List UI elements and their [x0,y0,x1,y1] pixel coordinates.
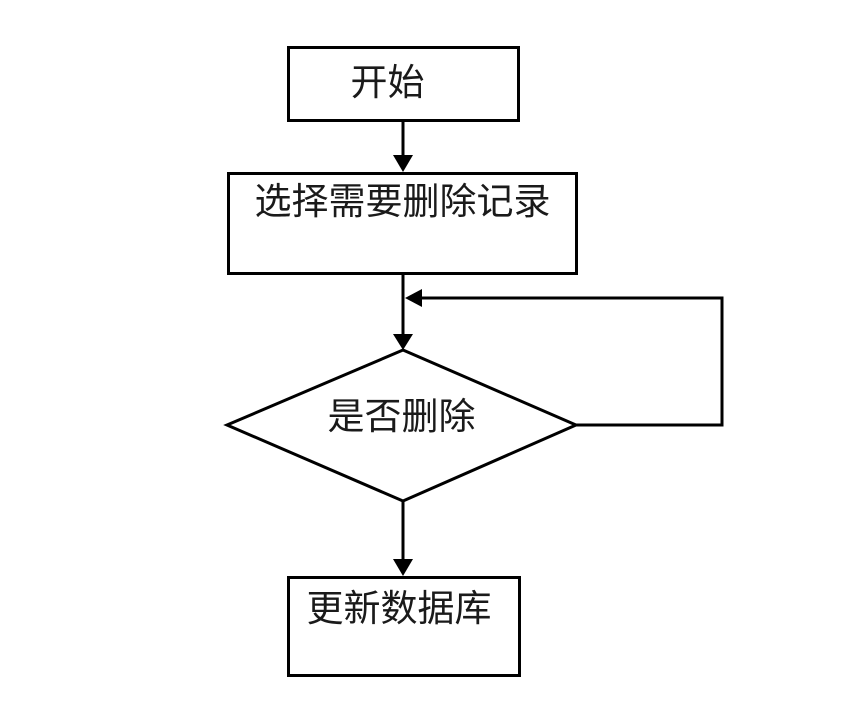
select-records-node: 选择需要删除记录 [227,172,578,275]
loop-back-line [422,296,724,427]
arrow-select-to-decision-head [393,334,413,350]
decision-node-label: 是否删除 [327,397,476,439]
arrow-decision-to-update-head [393,559,413,576]
loop-back-arrowhead [405,289,422,307]
update-database-node-label: 更新数据库 [306,589,492,630]
update-database-node: 更新数据库 [287,576,521,677]
arrow-start-to-select-head [393,155,413,172]
decision-node: 是否删除 [227,350,576,501]
start-node-label: 开始 [350,62,425,104]
select-records-node-label: 选择需要删除记录 [254,182,551,223]
start-node: 开始 [287,46,520,122]
